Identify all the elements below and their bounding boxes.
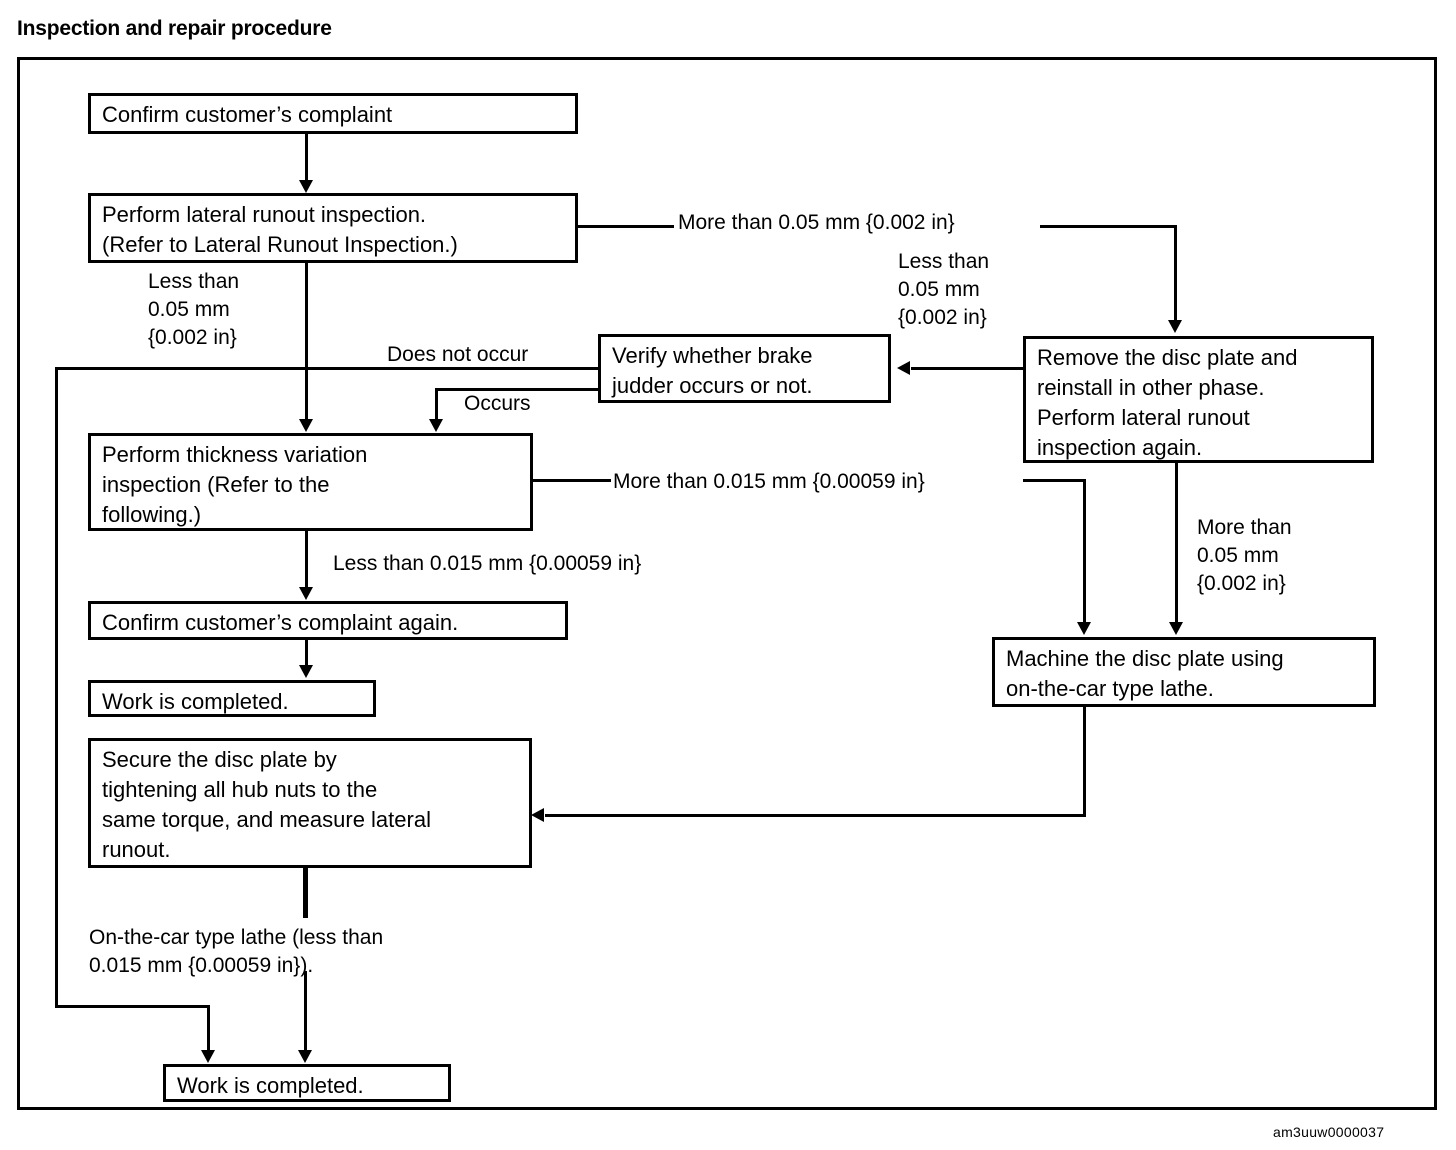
edge-label-occurs: Occurs bbox=[464, 392, 531, 415]
credit-code: am3uuw0000037 bbox=[1273, 1124, 1385, 1140]
connector-thickness-to-confirmagain bbox=[305, 531, 308, 587]
edge-label-more-0015: More than 0.015 mm {0.00059 in} bbox=[613, 470, 925, 493]
node-thickness-variation: Perform thickness variation inspection (… bbox=[88, 433, 533, 531]
connector-thickness-right-stub bbox=[533, 479, 611, 482]
edge-label-less-005-right: Less than 0.05 mm {0.002 in} bbox=[898, 250, 990, 329]
arrow-thickness-to-confirmagain bbox=[299, 587, 313, 600]
arrow-lateral-to-thickness bbox=[299, 419, 313, 432]
arrow-confirm-to-lateral bbox=[299, 180, 313, 193]
connector-loop-left-down bbox=[55, 367, 58, 1008]
node-work-completed-2: Work is completed. bbox=[163, 1064, 451, 1102]
arrow-remove-to-verify bbox=[897, 361, 910, 375]
edge-label-more-005-top: More than 0.05 mm {0.002 in} bbox=[678, 211, 955, 234]
arrow-occurs-into-thickness bbox=[429, 419, 443, 432]
arrow-more0015-into-machine bbox=[1077, 622, 1091, 635]
connector-loop-bottom bbox=[55, 1005, 210, 1008]
connector-more005-to-corner bbox=[1040, 225, 1177, 228]
node-work-completed-1: Work is completed. bbox=[88, 680, 376, 717]
node-confirm-again: Confirm customer’s complaint again. bbox=[88, 601, 568, 640]
edge-label-lathe-note: On-the-car type lathe (less than 0.015 m… bbox=[89, 926, 384, 977]
connector-machine-to-secure bbox=[545, 814, 1086, 817]
connector-more005-down bbox=[1174, 225, 1177, 321]
edge-label-does-not-occur: Does not occur bbox=[387, 343, 529, 366]
connector-loop-down-to-work2 bbox=[207, 1005, 210, 1051]
arrow-remove-to-machine bbox=[1169, 622, 1183, 635]
node-secure-disc: Secure the disc plate by tightening all … bbox=[88, 738, 532, 868]
connector-secure-to-work2-lower bbox=[304, 971, 307, 1051]
connector-occurs-down bbox=[435, 388, 438, 419]
connector-more0015-down bbox=[1083, 479, 1086, 623]
connector-verify-occurs bbox=[435, 388, 601, 391]
node-verify-judder: Verify whether brake judder occurs or no… bbox=[598, 334, 891, 403]
edge-label-less-0015: Less than 0.015 mm {0.00059 in} bbox=[333, 552, 642, 575]
arrow-confirmagain-to-work1 bbox=[299, 665, 313, 678]
connector-more0015-to-corner bbox=[1023, 479, 1086, 482]
connector-machine-down bbox=[1083, 707, 1086, 817]
node-remove-disc: Remove the disc plate and reinstall in o… bbox=[1023, 336, 1374, 463]
connector-confirmagain-to-work1 bbox=[305, 640, 308, 666]
node-lateral-runout: Perform lateral runout inspection. (Refe… bbox=[88, 193, 578, 263]
page-title: Inspection and repair procedure bbox=[17, 17, 332, 40]
diagram-frame bbox=[17, 57, 1437, 1110]
edge-label-less-005-left: Less than 0.05 mm {0.002 in} bbox=[148, 270, 240, 349]
node-machine-disc: Machine the disc plate using on-the-car … bbox=[992, 637, 1376, 707]
connector-lateral-to-thickness bbox=[305, 263, 308, 419]
connector-confirm-to-lateral bbox=[305, 134, 308, 181]
arrow-loop-into-work2 bbox=[201, 1050, 215, 1063]
edge-label-more-005-right: More than 0.05 mm {0.002 in} bbox=[1197, 516, 1292, 595]
arrow-more005-into-remove bbox=[1168, 320, 1182, 333]
connector-secure-to-work2-upper bbox=[303, 868, 308, 918]
connector-remove-to-verify bbox=[911, 367, 1025, 370]
node-confirm-complaint: Confirm customer’s complaint bbox=[88, 93, 578, 134]
arrow-secure-to-work2 bbox=[298, 1050, 312, 1063]
connector-remove-to-machine bbox=[1175, 463, 1178, 623]
arrow-machine-to-secure bbox=[531, 808, 544, 822]
connector-lateral-right-stub bbox=[578, 225, 674, 228]
connector-verify-doesnotoccur bbox=[55, 367, 600, 370]
